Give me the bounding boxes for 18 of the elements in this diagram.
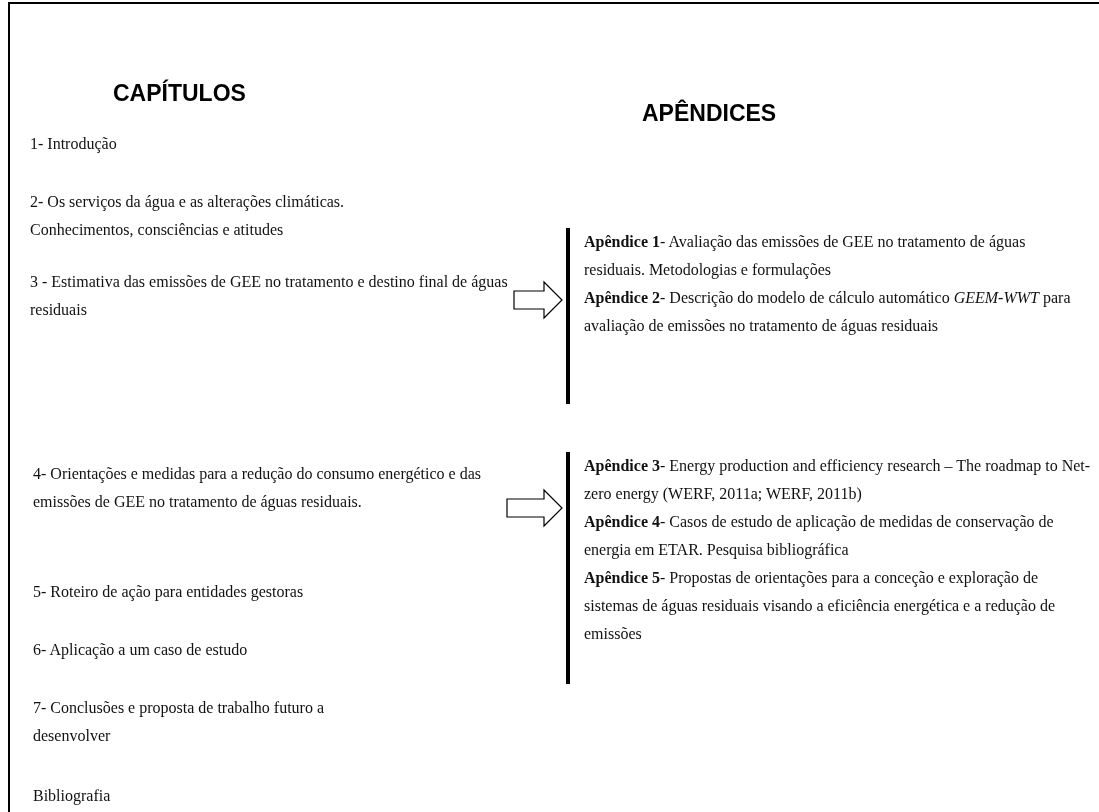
chapter-item: 6- Aplicação a um caso de estudo bbox=[33, 640, 249, 661]
appendix-entry: Apêndice 3- Energy production and efficiency research – The roadmap to Net- zero energy (WERF, 2011a; WERF, 2011b) bbox=[584, 456, 1091, 505]
chapter-item: 4- Orientações e medidas para a redução do consumo energético e das emissões de GEE no tratamento de águas residuais. bbox=[33, 460, 503, 516]
appendix-entry: Apêndice 2- Descrição do modelo de cálculo automático GEEM-WWT para avaliação de emissões no tratamento de águas residuais bbox=[584, 288, 1072, 337]
block-arrow bbox=[506, 488, 563, 528]
chapter-item: Bibliografia bbox=[33, 786, 112, 807]
appendix-entry: Apêndice 1- Avaliação das emissões de GEE no tratamento de águas residuais. Metodologias e formulações bbox=[584, 232, 1027, 281]
appendix-entry: Apêndice 4- Casos de estudo de aplicação de medidas de conservação de energia em ETAR. Pesquisa bibliográfica bbox=[584, 512, 1055, 561]
chapter-item: 1- Introdução bbox=[30, 134, 118, 155]
column-heading: CAPÍTULOS bbox=[113, 80, 247, 107]
appendix-entry: Apêndice 5- Propostas de orientações para a conceção e exploração de sistemas de águas residuais visando a eficiência energética e a redução de emissões bbox=[584, 568, 1057, 644]
chapter-item: 5- Roteiro de ação para entidades gestoras bbox=[33, 582, 305, 603]
chapter-item: 2- Os serviços da água e as alterações climáticas. Conhecimentos, consciências e atitudes bbox=[30, 192, 346, 240]
column-heading: APÊNDICES bbox=[642, 100, 778, 127]
appendix-group bbox=[566, 452, 1091, 684]
block-arrow bbox=[513, 280, 563, 320]
chapter-item: 7- Conclusões e proposta de trabalho futuro a desenvolver bbox=[33, 698, 326, 746]
chapter-item: 3 - Estimativa das emissões de GEE no tratamento e destino final de águas residuais bbox=[30, 268, 510, 324]
